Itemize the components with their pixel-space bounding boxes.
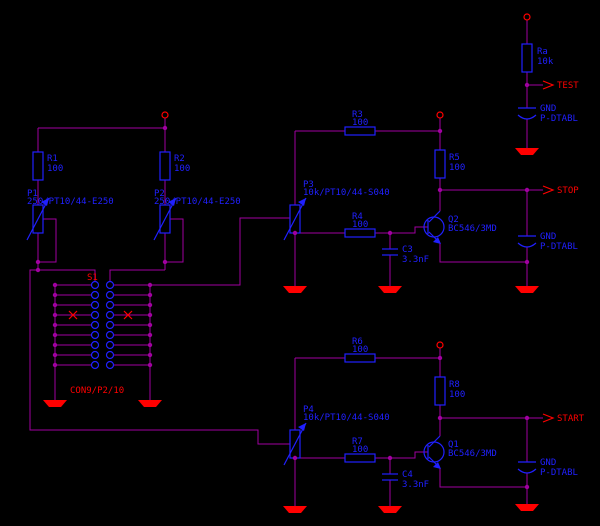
ground-icon — [378, 506, 402, 513]
label-r1-name: R1 — [47, 154, 58, 164]
label-pad-start-name: GND — [540, 458, 556, 468]
label-c3-name: C3 — [402, 245, 413, 255]
label-pad-stop-name: GND — [540, 232, 556, 242]
label-r8-name: R8 — [449, 380, 460, 390]
trimmer-P1[interactable] — [26, 197, 50, 241]
label-r6-value: 100 — [352, 345, 368, 355]
label-r3-value: 100 — [352, 118, 368, 128]
resistor-R8[interactable] — [434, 376, 446, 406]
resistor-R2[interactable] — [159, 151, 171, 181]
label-r2-name: R2 — [174, 154, 185, 164]
cut-mark-icon — [68, 310, 133, 320]
power-terminal-icon — [161, 111, 169, 119]
label-r2-value: 100 — [174, 164, 190, 174]
net-flag-start[interactable] — [542, 413, 555, 423]
label-r4-name: R4 — [352, 212, 363, 222]
resistor-R5[interactable] — [434, 149, 446, 179]
label-r4-value: 100 — [352, 220, 368, 230]
label-q2-value: BC546/3MD — [448, 224, 497, 234]
resistor-R7[interactable] — [344, 453, 376, 463]
transistor-Q2[interactable] — [423, 210, 445, 244]
label-pad-test-name: GND — [540, 104, 556, 114]
labels: R1 100 R2 100 P1 250/PT10/44-E250 P2 250… — [27, 47, 585, 490]
ground-symbols — [43, 148, 539, 513]
capacitor-C3[interactable] — [382, 248, 398, 256]
net-flag-test[interactable] — [542, 80, 555, 90]
ground-icon — [283, 506, 307, 513]
wires — [29, 20, 543, 506]
net-label-start: START — [557, 414, 585, 424]
net-arrow-icon — [542, 80, 555, 90]
label-p4-name: P4 — [303, 405, 314, 415]
power-terminal-icon — [523, 13, 531, 21]
capacitor-C4[interactable] — [382, 473, 398, 481]
label-pad-test-value: P-DTABL — [540, 114, 578, 124]
label-r6-name: R6 — [352, 337, 363, 347]
ground-icon — [515, 286, 539, 293]
label-r7-value: 100 — [352, 445, 368, 455]
label-p2-name: P2 — [154, 189, 165, 199]
label-p2-value: 250/PT10/44-E250 — [154, 197, 241, 207]
power-terminal-icon — [436, 111, 444, 119]
label-p1-name: P1 — [27, 189, 38, 199]
resistor-Ra[interactable] — [521, 43, 533, 73]
label-c4-name: C4 — [402, 470, 413, 480]
power-terminal-icon — [436, 341, 444, 349]
ground-icon — [378, 286, 402, 293]
label-c3-value: 3.3nF — [402, 255, 429, 265]
label-p4-value: 10k/PT10/44-S040 — [303, 413, 390, 423]
resistor-R6[interactable] — [344, 353, 376, 363]
ground-icon — [515, 148, 539, 155]
label-r8-value: 100 — [449, 390, 465, 400]
resistor-R1[interactable] — [32, 151, 44, 181]
label-p3-name: P3 — [303, 180, 314, 190]
net-label-stop: STOP — [557, 186, 579, 196]
label-q1-value: BC546/3MD — [448, 449, 497, 459]
ground-icon — [138, 400, 162, 407]
label-p3-value: 10k/PT10/44-S040 — [303, 188, 390, 198]
ground-icon — [43, 400, 67, 407]
label-r7-name: R7 — [352, 437, 363, 447]
power-terminals[interactable] — [161, 13, 531, 349]
label-r3-name: R3 — [352, 110, 363, 120]
net-arrow-icon — [542, 413, 555, 423]
label-ra-name: Ra — [537, 47, 548, 57]
label-q2-name: Q2 — [448, 215, 459, 225]
connector-S1[interactable] — [90, 280, 115, 370]
net-label-test: TEST — [557, 81, 579, 91]
label-pad-start-value: P-DTABL — [540, 468, 578, 478]
ground-icon — [283, 286, 307, 293]
resistor-R4[interactable] — [344, 228, 376, 238]
solder-pad-test[interactable] — [517, 107, 537, 120]
solder-pad-start[interactable] — [517, 461, 537, 474]
net-flag-stop[interactable] — [542, 185, 555, 195]
label-r5-name: R5 — [449, 153, 460, 163]
solder-pad-stop[interactable] — [517, 235, 537, 248]
label-connector-name: S1 — [87, 273, 98, 283]
label-pad-stop-value: P-DTABL — [540, 242, 578, 252]
net-arrow-icon — [542, 185, 555, 195]
label-c4-value: 3.3nF — [402, 480, 429, 490]
trimmer-P2[interactable] — [153, 197, 177, 241]
transistor-Q1[interactable] — [423, 435, 445, 469]
resistor-R3[interactable] — [344, 126, 376, 136]
junction-dots — [35, 82, 530, 490]
label-ra-value: 10k — [537, 57, 554, 67]
label-p1-value: 250/PT10/44-E250 — [27, 197, 114, 207]
label-connector-value: CON9/P2/10 — [70, 386, 124, 396]
ground-icon — [515, 504, 539, 511]
label-r5-value: 100 — [449, 163, 465, 173]
label-q1-name: Q1 — [448, 440, 459, 450]
label-r1-value: 100 — [47, 164, 63, 174]
